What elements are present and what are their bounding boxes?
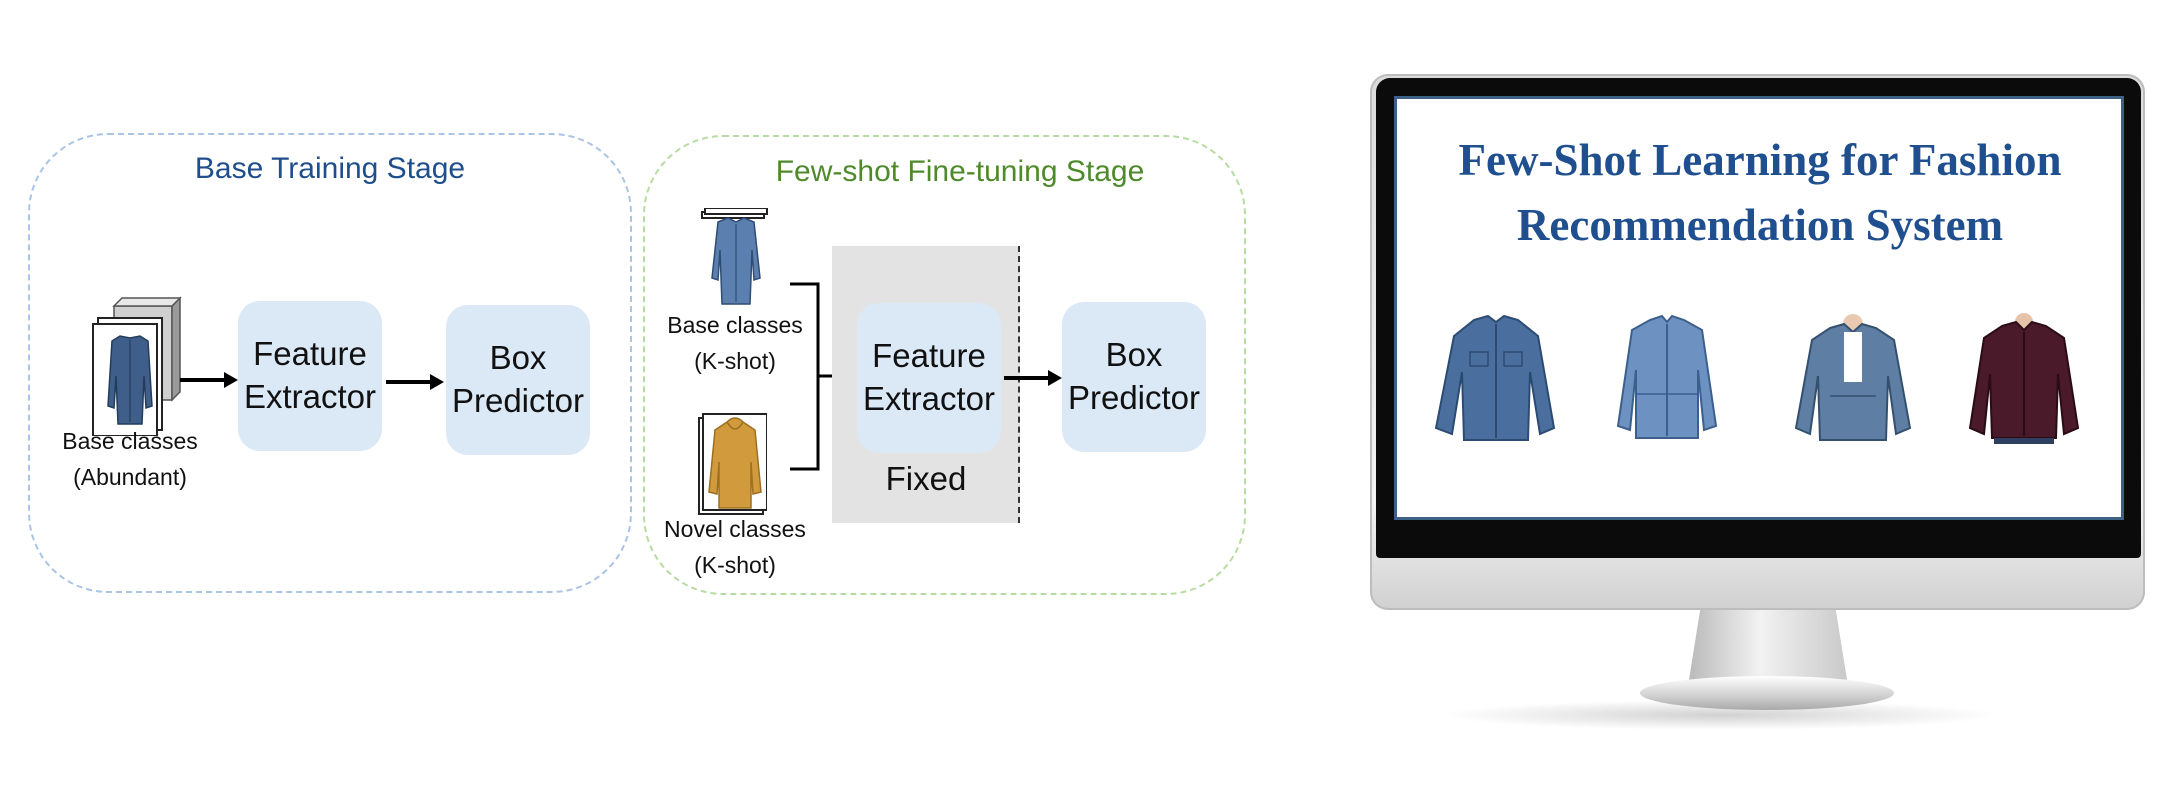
denim-jacket-icon [711,217,761,305]
monitor-stand-base [1640,676,1894,710]
monitor-screen-title: Few-Shot Learning for Fashion Recommenda… [1458,135,2062,251]
feature-extractor-label: Feature Extractor [862,337,996,417]
box-predictor-label: Box Predictor [451,339,585,419]
base-training-stage-box [28,133,632,593]
feature-extractor-block-finetune: Feature Extractor [857,303,1001,453]
box-predictor-block-finetune: Box Predictor [1062,302,1206,452]
fine-tuning-stage-title: Few-shot Fine-tuning Stage [775,155,1145,188]
fine-tuning-stage-box [643,135,1246,595]
arrow-fixed-to-predictor [1004,370,1062,386]
novel-classes-kshot-caption: Novel classes (K-shot) [664,516,806,578]
monitor-stand-neck [1688,606,1848,686]
hoodie-icon [708,417,762,509]
base-classes-kshot-caption: Base classes (K-shot) [667,312,803,374]
fixed-label: Fixed [885,460,967,497]
monitor-screen [1394,96,2124,520]
burgundy-leather-jacket-icon [1968,313,2080,444]
box-predictor-label: Box Predictor [1067,336,1201,416]
arrow-input-to-extractor [180,372,238,388]
box-predictor-block-base: Box Predictor [446,305,590,455]
light-denim-jacket-icon [1616,314,1718,439]
feature-extractor-block-base: Feature Extractor [238,301,382,451]
denim-shirt-jacket-icon [1434,314,1556,441]
base-classes-abundant-caption: Base classes (Abundant) [62,428,198,490]
novel-classes-kshot-image [698,413,767,515]
base-training-stage-title: Base Training Stage [194,152,466,185]
base-classes-kshot-image [701,208,768,305]
base-classes-image-stack [92,296,182,436]
denim-shirt-icon [107,335,153,425]
arrow-extractor-to-predictor [386,374,444,390]
feature-extractor-label: Feature Extractor [243,335,377,415]
worn-denim-jacket-icon [1794,314,1912,441]
